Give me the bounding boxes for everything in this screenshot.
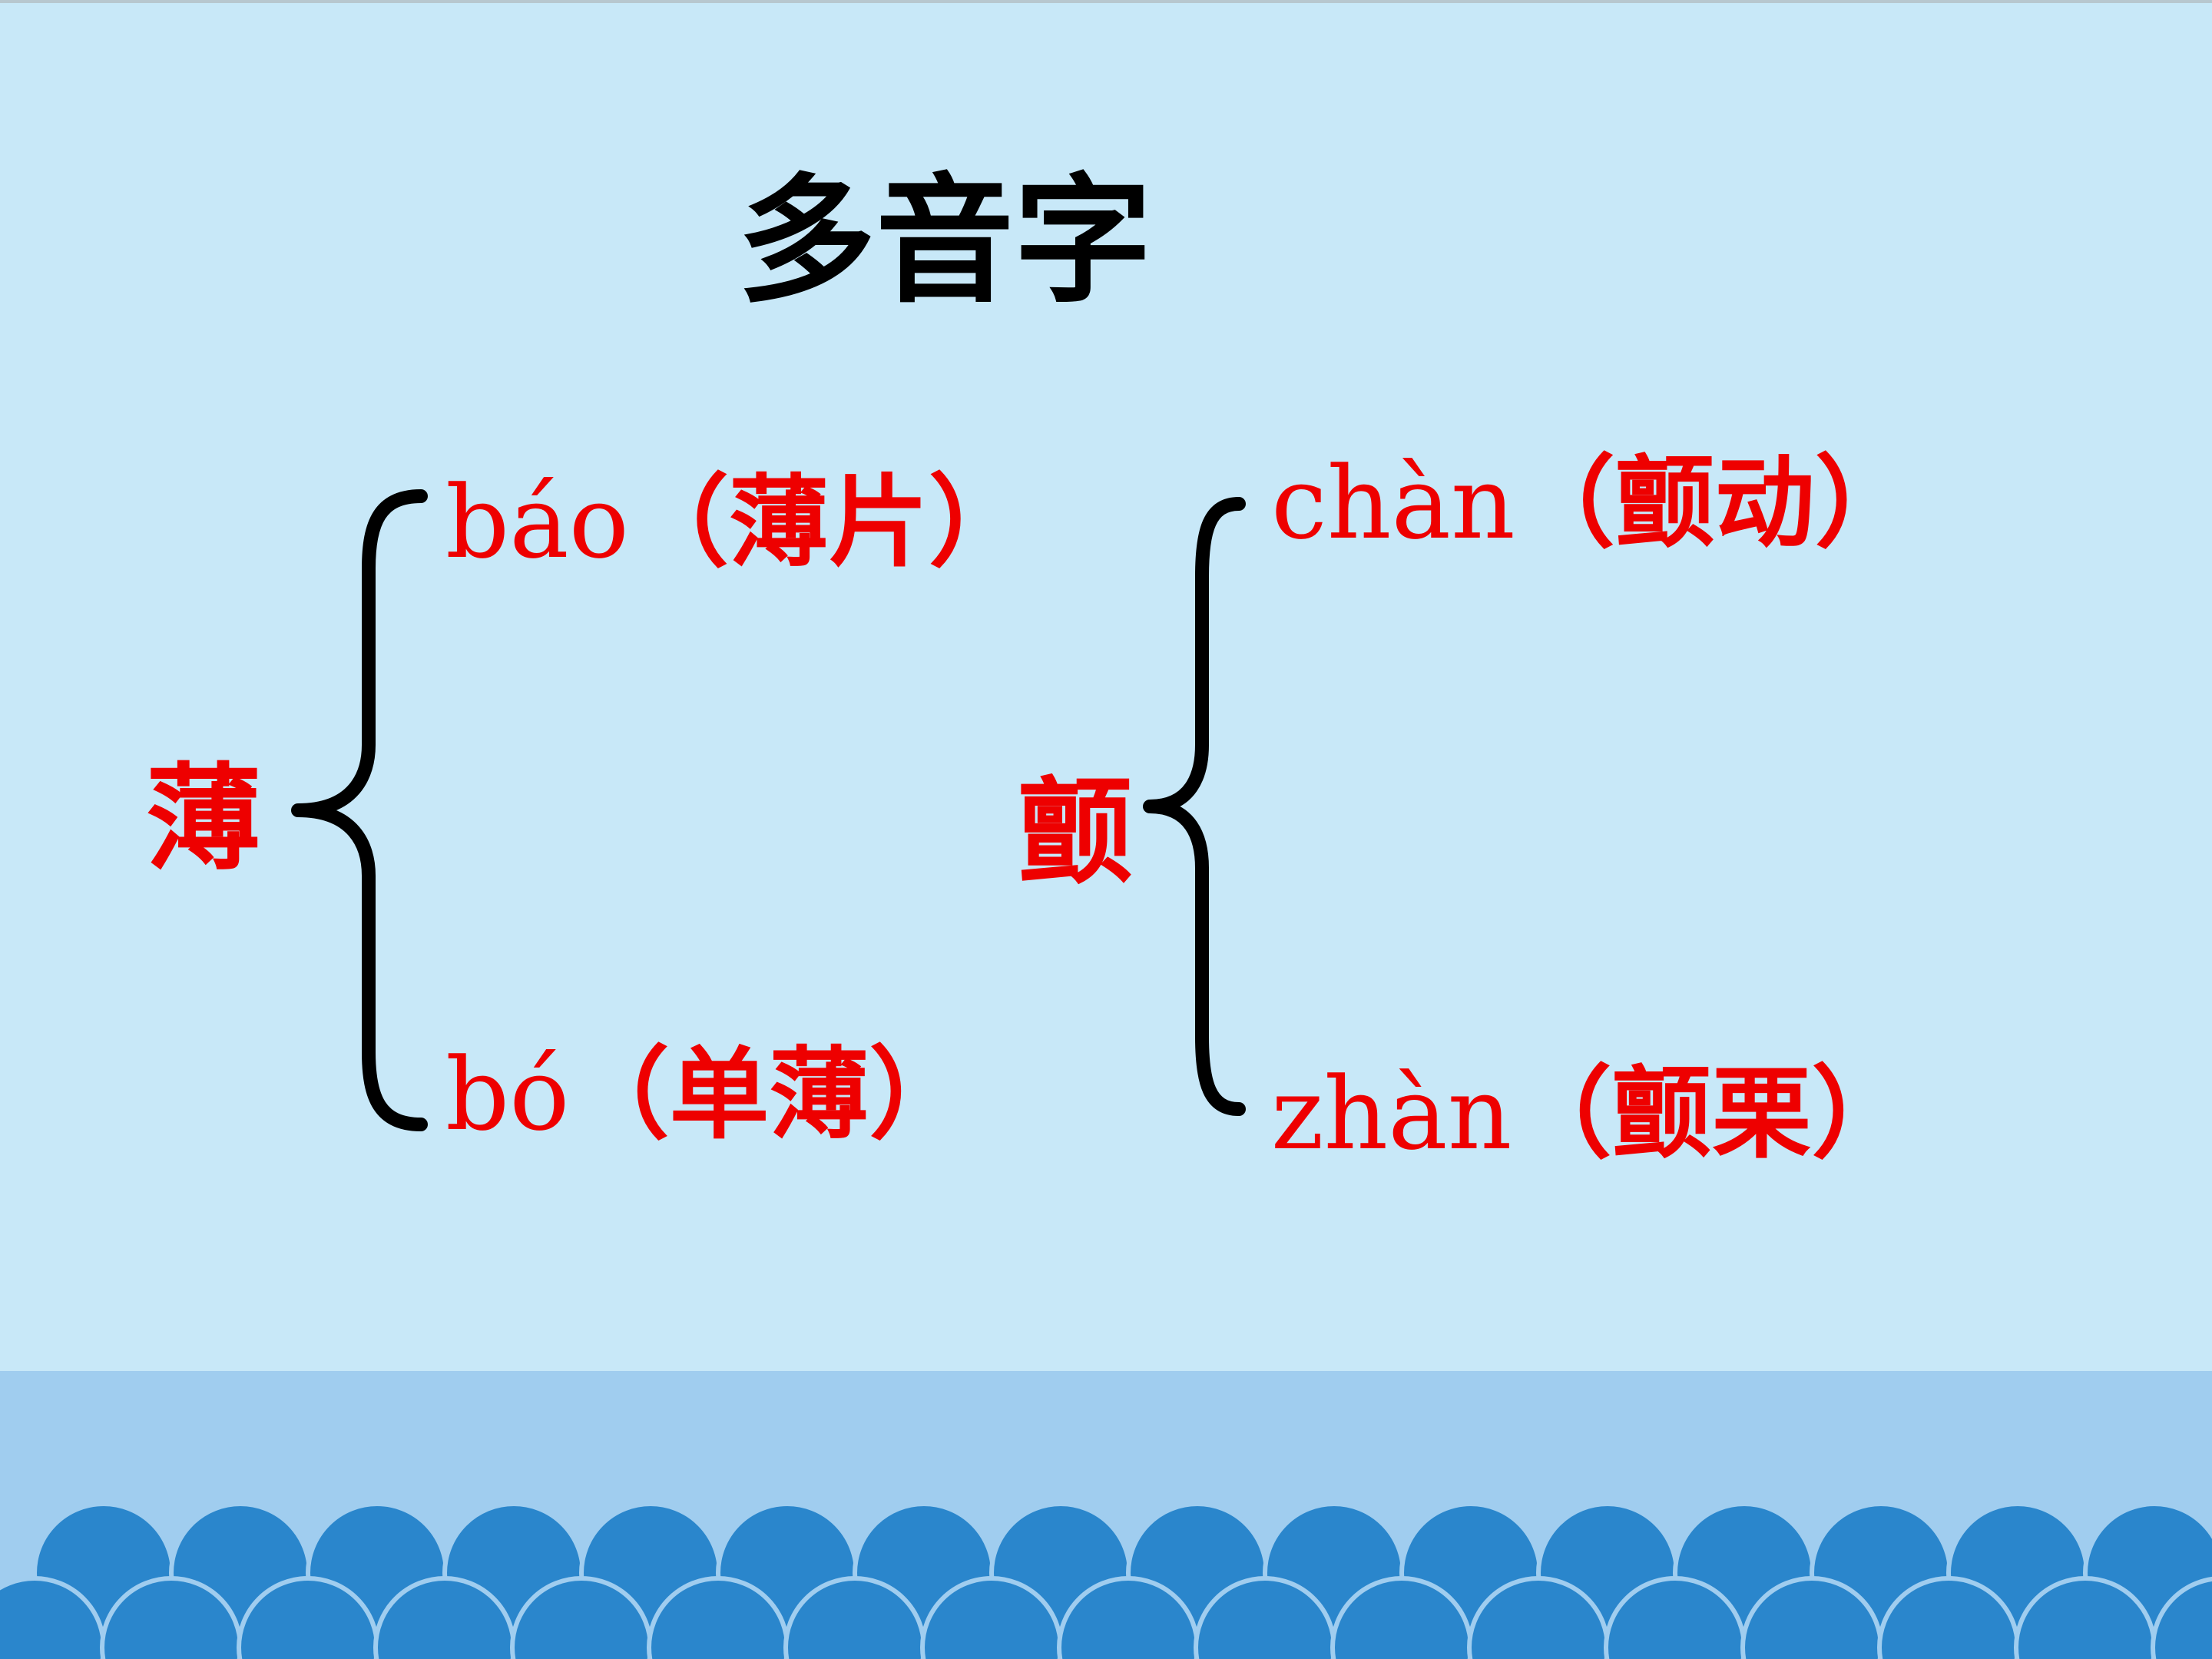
pinyin-text: chàn [1271,445,1515,561]
example-word: （颤栗） [1512,1055,1912,1172]
reading-zhan-2: zhàn（颤栗） [1271,1048,1911,1179]
wave-scallop-icon [0,1502,2212,1659]
polyphone-char-zhan: 颤 [1018,767,1134,900]
pinyin-text: zhàn [1271,1055,1512,1172]
reading-bao-1: báo（薄片） [445,457,1028,588]
pinyin-text: bó [445,1036,570,1153]
example-word: （单薄） [569,1036,969,1153]
example-word: （薄片） [629,464,1029,581]
polyphone-char-bao: 薄 [146,753,262,886]
slide-title: 多音字 [737,161,1153,322]
wave-scallop [2151,1576,2212,1659]
curly-brace-icon [291,489,428,1131]
example-word: （颤动） [1515,445,1915,561]
curly-brace-icon [1143,497,1246,1116]
reading-zhan-1: chàn（颤动） [1271,438,1915,568]
top-border [0,0,2212,3]
pinyin-text: báo [445,464,629,581]
reading-bao-2: bó（单薄） [445,1029,969,1160]
